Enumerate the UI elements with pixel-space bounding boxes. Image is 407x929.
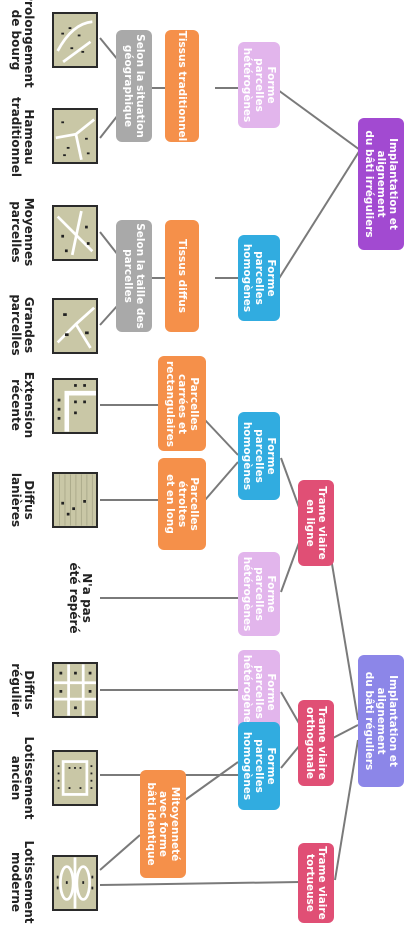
thumbnail-prolongement-de-bourg bbox=[52, 12, 98, 68]
root-box-reguliers: Implantation et alignement du bâti régul… bbox=[358, 655, 404, 787]
criterion-box-situation-geographique: Selon la situation géographique bbox=[116, 30, 152, 142]
forme-box-homogenes-3: Forme parcelles homogènes bbox=[238, 722, 280, 810]
forme-box-homogenes-2: Forme parcelles homogènes bbox=[238, 412, 280, 500]
category-box-parcelles-etroites: Parcelles étroites et en long bbox=[158, 458, 206, 550]
criterion-box-taille-parcelles: Selon la taille des parcelles bbox=[116, 220, 152, 332]
forme-box-heterogenes-1: Forme parcelles hétérogènes bbox=[238, 42, 280, 128]
trame-box-orthogonale: Trame viaire orthogonale bbox=[298, 700, 334, 786]
root-box-irreguliers: Implantation et alignement du bâti irrég… bbox=[358, 118, 404, 250]
thumbnail-lotissement-moderne bbox=[52, 855, 98, 911]
forme-box-homogenes-1: Forme parcelles homogènes bbox=[238, 235, 280, 321]
category-box-tissus-traditionnel: Tissus traditionnel bbox=[165, 30, 199, 142]
forme-box-heterogenes-2: Forme parcelles hétérogènes bbox=[238, 552, 280, 636]
thumbnail-hameau-traditionnel bbox=[52, 108, 98, 164]
category-box-mitoyennete: Mitoyenneté avec forme bâti identique bbox=[140, 770, 186, 878]
category-box-parcelles-carrees: Parcelles carrées et rectangulaires bbox=[158, 356, 206, 451]
thumbnail-diffus-regulier bbox=[52, 662, 98, 718]
thumbnail-grandes-parcelles bbox=[52, 298, 98, 354]
category-box-tissus-diffus: Tissus diffus bbox=[165, 220, 199, 332]
trame-box-en-ligne: Trame viaire en ligne bbox=[298, 480, 334, 566]
thumbnail-lotissement-ancien bbox=[52, 750, 98, 806]
thumbnail-diffus-lanieres bbox=[52, 472, 98, 528]
trame-box-tortueuse: Trame viaire tortueuse bbox=[298, 843, 334, 923]
forme-box-heterogenes-3: Forme parcelles hétérogènes bbox=[238, 650, 280, 734]
thumbnail-extension-recente bbox=[52, 378, 98, 434]
thumbnail-moyennes-parcelles bbox=[52, 205, 98, 261]
